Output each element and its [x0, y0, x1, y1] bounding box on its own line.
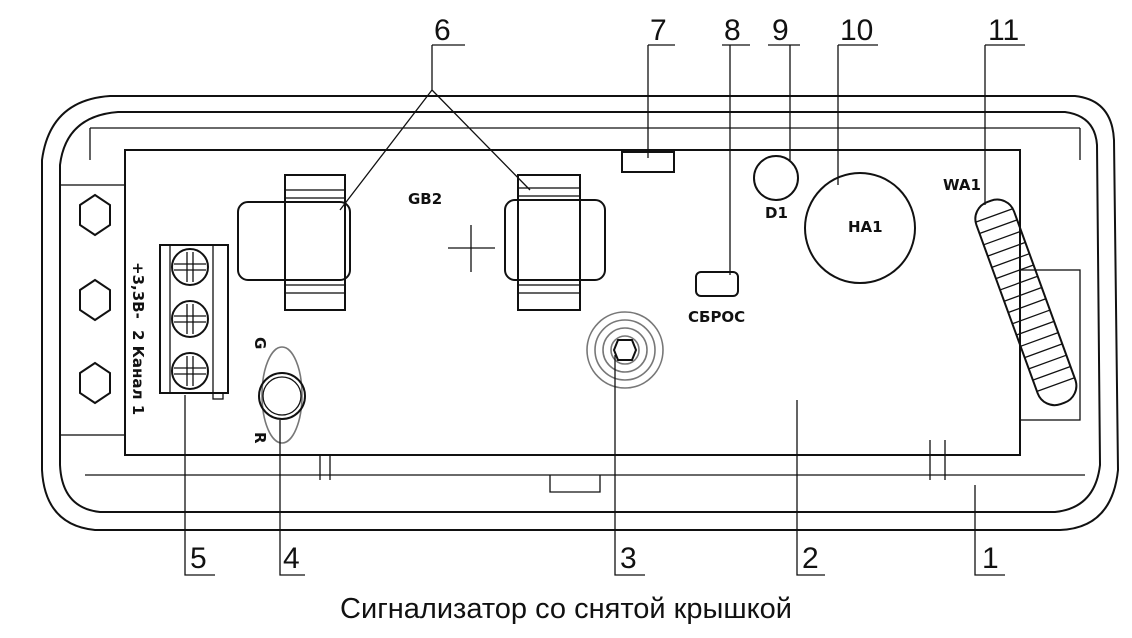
antenna-coil: [974, 198, 1078, 407]
leader-lines: [184, 44, 1025, 576]
board-notches: [319, 440, 946, 493]
reset-button: [695, 271, 739, 297]
terminal-screw-icon: [171, 352, 209, 390]
callout-3: 3: [620, 542, 637, 575]
callout-7: 7: [650, 14, 667, 47]
led-r-label: R: [251, 432, 269, 444]
terminal-block: [159, 244, 229, 400]
buzzer-ha1: [804, 172, 916, 284]
buzzer-label: HA1: [848, 218, 883, 236]
circuit-board: [124, 149, 1021, 456]
callout-9: 9: [772, 14, 789, 47]
callout-6: 6: [434, 14, 451, 47]
callout-10: 10: [840, 14, 873, 47]
callout-5: 5: [190, 542, 207, 575]
channel-label: 2 Канал 1: [129, 330, 147, 415]
battery-holders: [237, 174, 606, 311]
bicolor-led: [258, 346, 306, 444]
power-label: +3,3В-: [129, 262, 147, 319]
callout-8: 8: [724, 14, 741, 47]
spiral-sensor: [586, 311, 664, 389]
callout-4: 4: [283, 542, 300, 575]
antenna-label: WA1: [943, 176, 981, 194]
housing-outer: [41, 95, 1120, 531]
housing-inner: [59, 111, 1102, 513]
terminal-screw-icon: [171, 300, 209, 338]
callout-1: 1: [982, 542, 999, 575]
diagram-caption: Сигнализатор со снятой крышкой: [340, 593, 792, 625]
battery-label: GB2: [408, 190, 442, 208]
callout-2: 2: [802, 542, 819, 575]
led-d1: [753, 155, 799, 201]
led-g-label: G: [251, 337, 269, 349]
led-d1-label: D1: [765, 204, 788, 222]
reset-label: СБРОС: [688, 308, 745, 326]
housing-rim: [89, 127, 1081, 160]
terminal-screw-icon: [171, 248, 209, 286]
callout-11: 11: [988, 14, 1019, 47]
